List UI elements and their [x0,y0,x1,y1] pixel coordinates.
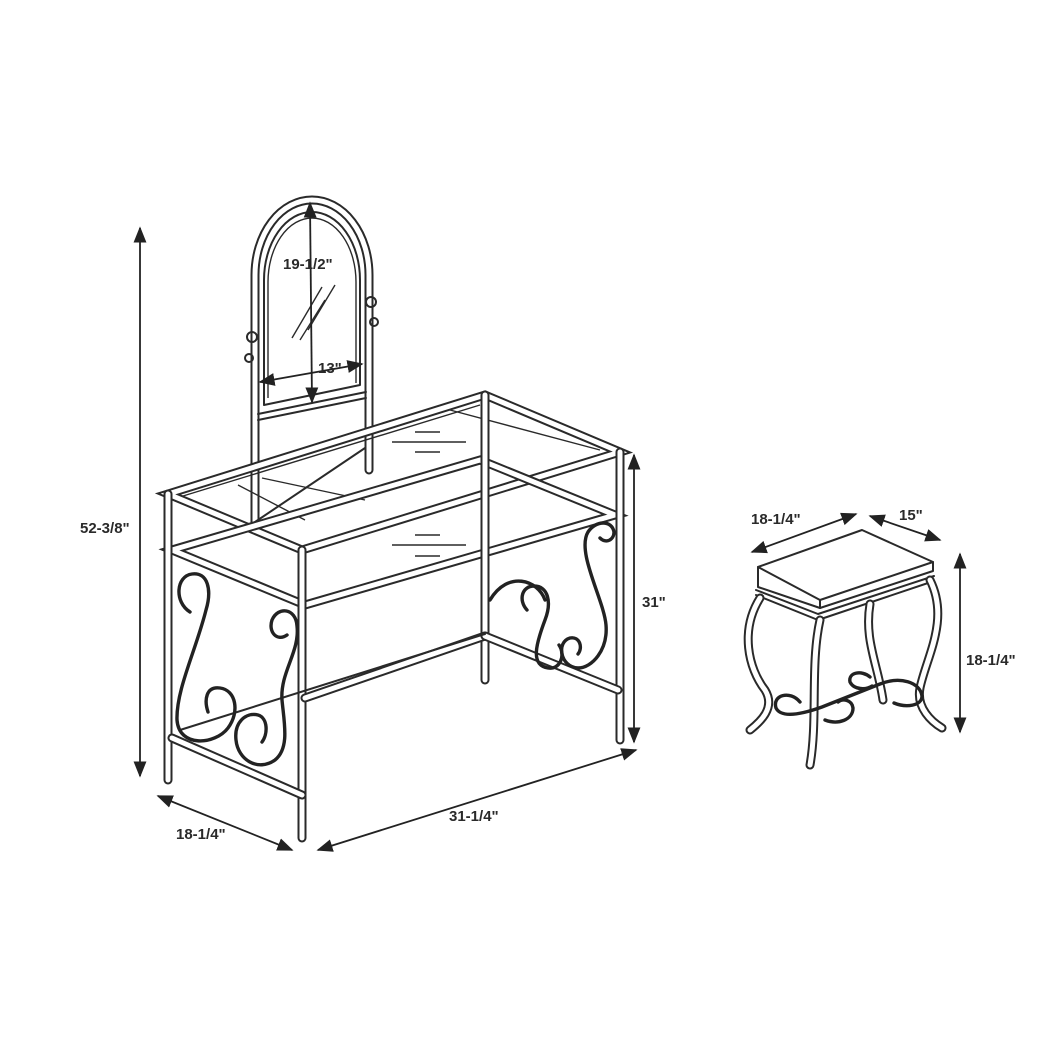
stool-width-label: 18-1/4" [751,511,801,528]
vanity-table-frame [154,390,634,843]
mirror-width-label: 13" [318,360,342,377]
table-width-label: 31-1/4" [449,808,499,825]
left-scrollwork [175,572,299,767]
stool-dimensions [750,512,967,734]
stool-height-label: 18-1/4" [966,652,1016,669]
table-height-label: 31" [642,594,666,611]
mirror-dimensions [258,201,364,404]
table-depth-label: 18-1/4" [176,826,226,843]
vanity-dimensions [133,226,641,852]
stool-depth-label: 15" [899,507,923,524]
mirror-height-label: 19-1/2" [283,256,333,273]
right-scrollwork [488,521,616,670]
stool [743,529,947,770]
overall-height-label: 52-3/8" [80,520,130,537]
